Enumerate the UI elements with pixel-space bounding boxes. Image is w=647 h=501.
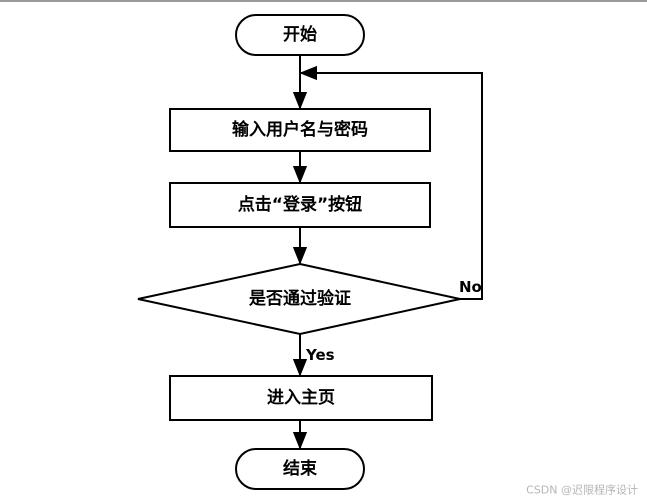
no-branch-label: No: [459, 278, 482, 296]
csdn-watermark: CSDN @迟限程序设计: [526, 483, 638, 497]
yes-branch-label: Yes: [305, 346, 335, 364]
end-label: 结束: [283, 458, 317, 479]
top-border: [0, 0, 647, 2]
verify-decision-label: 是否通过验证: [249, 288, 351, 309]
start-label: 开始: [283, 24, 317, 45]
no-branch-loop: [299, 65, 483, 300]
input-credentials-node: [169, 108, 431, 152]
enter-home-label: 进入主页: [267, 387, 335, 408]
end-node: [235, 448, 365, 490]
click-login-label: 点击“登录”按钮: [238, 194, 362, 215]
input-credentials-label: 输入用户名与密码: [232, 119, 368, 140]
